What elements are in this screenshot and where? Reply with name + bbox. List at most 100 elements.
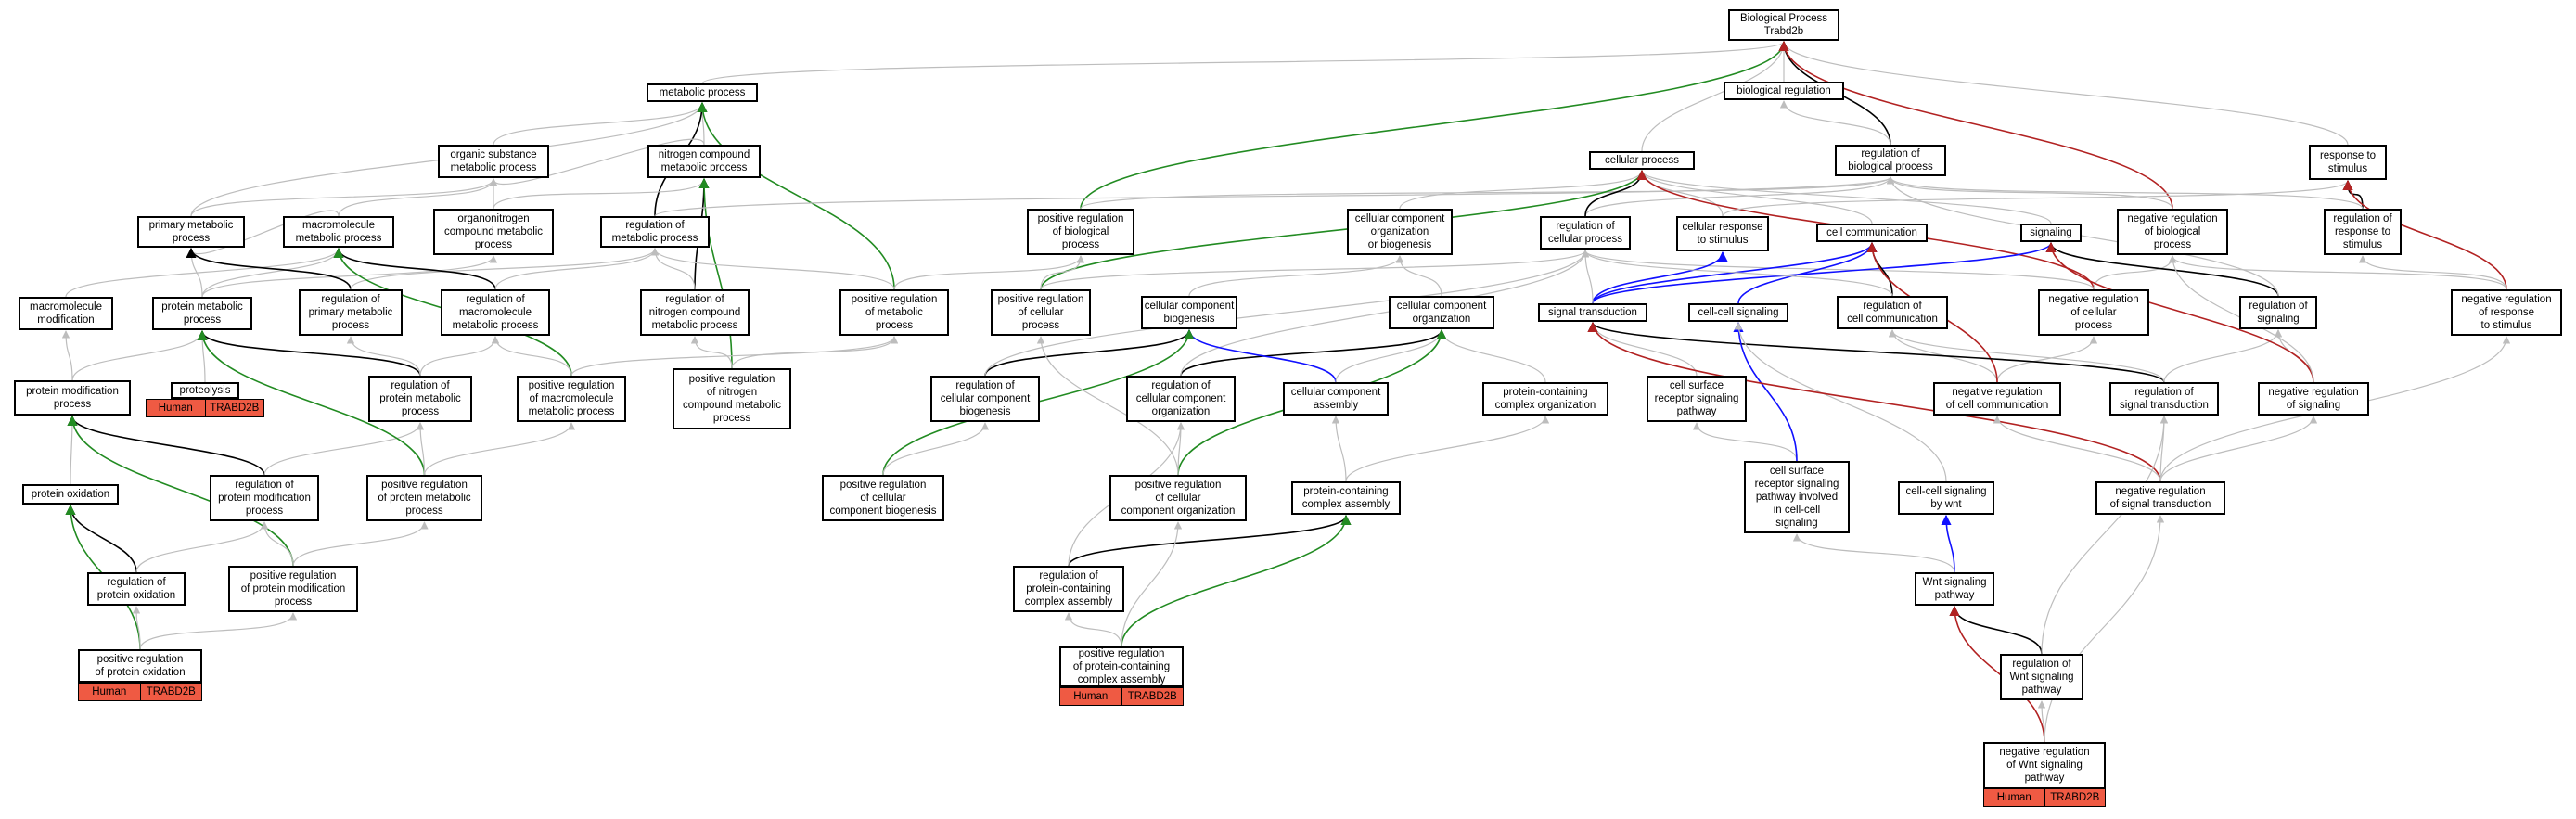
go-term-posregnitro[interactable]: positive regulation of nitrogen compound…	[673, 368, 791, 429]
go-term-posregmacro[interactable]: positive regulation of macromolecule met…	[517, 376, 626, 422]
go-term-negregwnt[interactable]: negative regulation of Wnt signaling pat…	[1983, 742, 2106, 788]
edge-positively-regulates	[698, 177, 733, 369]
go-term-protox[interactable]: protein oxidation	[22, 484, 119, 505]
edge-is-a	[1331, 416, 1347, 482]
go-term-macromod[interactable]: macromolecule modification	[19, 297, 113, 330]
edge-is-a	[493, 102, 707, 146]
go-term-ccorg[interactable]: cellular component organization	[1389, 296, 1494, 329]
go-term-regsigtrans[interactable]: regulation of signal transduction	[2109, 382, 2219, 416]
go-term-protmet[interactable]: protein metabolic process	[152, 297, 252, 330]
go-term-regprotox[interactable]: regulation of protein oxidation	[87, 572, 186, 606]
edge-is-a	[1886, 176, 2364, 210]
go-term-regcell[interactable]: regulation of cellular process	[1540, 216, 1631, 250]
go-term-negregcell[interactable]: negative regulation of cellular process	[2038, 289, 2149, 336]
edge-is-a	[1064, 612, 1122, 647]
edge-occurs-in	[1592, 241, 1878, 304]
go-term-cellsurfwnt[interactable]: cell surface receptor signaling pathway …	[1744, 461, 1850, 533]
edge-is-a	[2159, 416, 2318, 482]
edge-part-of	[1949, 605, 2043, 655]
go-term-ccbiogen[interactable]: cellular component biogenesis	[1141, 296, 1237, 329]
go-term-signaling[interactable]: signaling	[2020, 224, 2082, 242]
go-term-negregresp[interactable]: negative regulation of response to stimu…	[2451, 289, 2562, 336]
go-term-posregpcassembly[interactable]: positive regulation of protein-containin…	[1059, 646, 1184, 687]
go-term-ccob[interactable]: cellular component organization or bioge…	[1347, 209, 1453, 255]
species-label: Human	[79, 684, 140, 700]
go-term-regprimet[interactable]: regulation of primary metabolic process	[299, 289, 403, 336]
go-term-regmet[interactable]: regulation of metabolic process	[600, 216, 710, 248]
go-term-regpcassembly[interactable]: regulation of protein-containing complex…	[1013, 566, 1124, 612]
edge-is-a	[68, 416, 77, 485]
go-term-bioreg[interactable]: biological regulation	[1724, 82, 1844, 100]
edge-is-a	[1581, 250, 1893, 297]
edge-part-of	[186, 247, 352, 290]
go-term-wnt[interactable]: Wnt signaling pathway	[1915, 572, 1994, 606]
edge-is-a	[61, 330, 73, 381]
gene-symbol: TRABD2B	[204, 400, 263, 416]
go-term-macromol[interactable]: macromolecule metabolic process	[283, 216, 394, 248]
edge-is-a	[1637, 170, 1873, 224]
go-term-protmod[interactable]: protein modification process	[14, 380, 131, 416]
go-term-negregsig[interactable]: negative regulation of signaling	[2258, 382, 2369, 416]
edge-is-a	[338, 178, 498, 217]
go-term-posregccorg[interactable]: positive regulation of cellular componen…	[1109, 475, 1247, 521]
go-term-regcellcomm[interactable]: regulation of cell communication	[1837, 296, 1948, 329]
edge-is-a	[493, 178, 709, 210]
go-term-pcassembly[interactable]: protein-containing complex assembly	[1291, 481, 1401, 515]
go-term-regccbiogen[interactable]: regulation of cellular component biogene…	[930, 376, 1040, 422]
edge-is-a	[650, 248, 696, 290]
edge-is-a	[489, 138, 705, 186]
edge-is-a	[190, 178, 498, 217]
go-term-cellresp[interactable]: cellular response to stimulus	[1676, 216, 1769, 251]
edge-negatively-regulates	[2342, 179, 2507, 290]
go-term-primary[interactable]: primary metabolic process	[137, 216, 245, 248]
edge-is-a	[2044, 515, 2165, 743]
go-term-negregsigtrans[interactable]: negative regulation of signal transducti…	[2095, 481, 2225, 515]
go-term-posregprotox[interactable]: positive regulation of protein oxidation	[78, 649, 202, 683]
go-term-nitrogen[interactable]: nitrogen compound metabolic process	[647, 145, 761, 178]
go-term-bp[interactable]: Biological Process Trabd2b	[1728, 9, 1839, 41]
edge-is-a	[1722, 180, 2352, 217]
go-term-negregbio[interactable]: negative regulation of biological proces…	[2117, 209, 2228, 255]
go-term-organonitrogen[interactable]: organonitrogen compound metabolic proces…	[433, 209, 554, 255]
go-term-regprotmet[interactable]: regulation of protein metabolic process	[368, 376, 472, 422]
go-term-resp[interactable]: response to stimulus	[2309, 145, 2387, 180]
edge-is-a	[1180, 250, 1590, 377]
go-term-cellproc[interactable]: cellular process	[1589, 151, 1695, 170]
go-term-negregcellcomm[interactable]: negative regulation of cell communicatio…	[1933, 382, 2061, 416]
edge-is-a	[494, 248, 660, 290]
go-term-regbio[interactable]: regulation of biological process	[1835, 145, 1946, 176]
go-term-ccsigwnt[interactable]: cell-cell signaling by wnt	[1898, 481, 1994, 515]
edge-positively-regulates	[1080, 40, 1789, 210]
go-term-posregmet[interactable]: positive regulation of metabolic process	[839, 289, 949, 336]
go-term-regsig[interactable]: regulation of signaling	[2239, 296, 2317, 329]
go-term-regprotmod[interactable]: regulation of protein modification proce…	[210, 475, 319, 521]
go-term-regnitro[interactable]: regulation of nitrogen compound metaboli…	[640, 289, 750, 336]
go-term-cellsurf[interactable]: cell surface receptor signaling pathway	[1647, 376, 1747, 422]
edge-is-a	[2041, 416, 2169, 655]
go-term-proteolysis[interactable]: proteolysis	[171, 382, 239, 399]
go-term-regwnt[interactable]: regulation of Wnt signaling pathway	[2000, 654, 2083, 700]
go-term-pcorg[interactable]: protein-containing complex organization	[1482, 382, 1608, 416]
edge-is-a	[570, 336, 899, 377]
go-term-ccassembly[interactable]: cellular component assembly	[1283, 382, 1389, 416]
edge-positively-regulates	[697, 101, 895, 290]
go-term-cellcomm[interactable]: cell communication	[1816, 224, 1928, 242]
go-term-posregprotmet[interactable]: positive regulation of protein metabolic…	[366, 475, 482, 521]
edge-negatively-regulates	[1778, 40, 2173, 210]
edge-is-a	[346, 336, 421, 377]
go-term-metabolic[interactable]: metabolic process	[647, 83, 758, 102]
go-term-posregccbiogen[interactable]: positive regulation of cellular componen…	[822, 475, 944, 521]
go-term-regmacro[interactable]: regulation of macromolecule metabolic pr…	[441, 289, 550, 336]
go-term-posregbio[interactable]: positive regulation of biological proces…	[1027, 209, 1134, 255]
edge-occurs-in	[1941, 514, 1955, 573]
edge-is-a	[2358, 255, 2507, 290]
go-term-regresp[interactable]: regulation of response to stimulus	[2324, 209, 2402, 255]
go-term-cellcellsig[interactable]: cell-cell signaling	[1688, 303, 1788, 322]
go-term-sigtrans[interactable]: signal transduction	[1538, 303, 1647, 322]
edge-is-a	[893, 255, 1085, 290]
go-term-regccorg[interactable]: regulation of cellular component organiz…	[1126, 376, 1236, 422]
go-term-posregprotmod[interactable]: positive regulation of protein modificat…	[228, 566, 358, 612]
go-term-posregcell[interactable]: positive regulation of cellular process	[991, 289, 1091, 336]
go-term-organic[interactable]: organic substance metabolic process	[438, 145, 549, 178]
